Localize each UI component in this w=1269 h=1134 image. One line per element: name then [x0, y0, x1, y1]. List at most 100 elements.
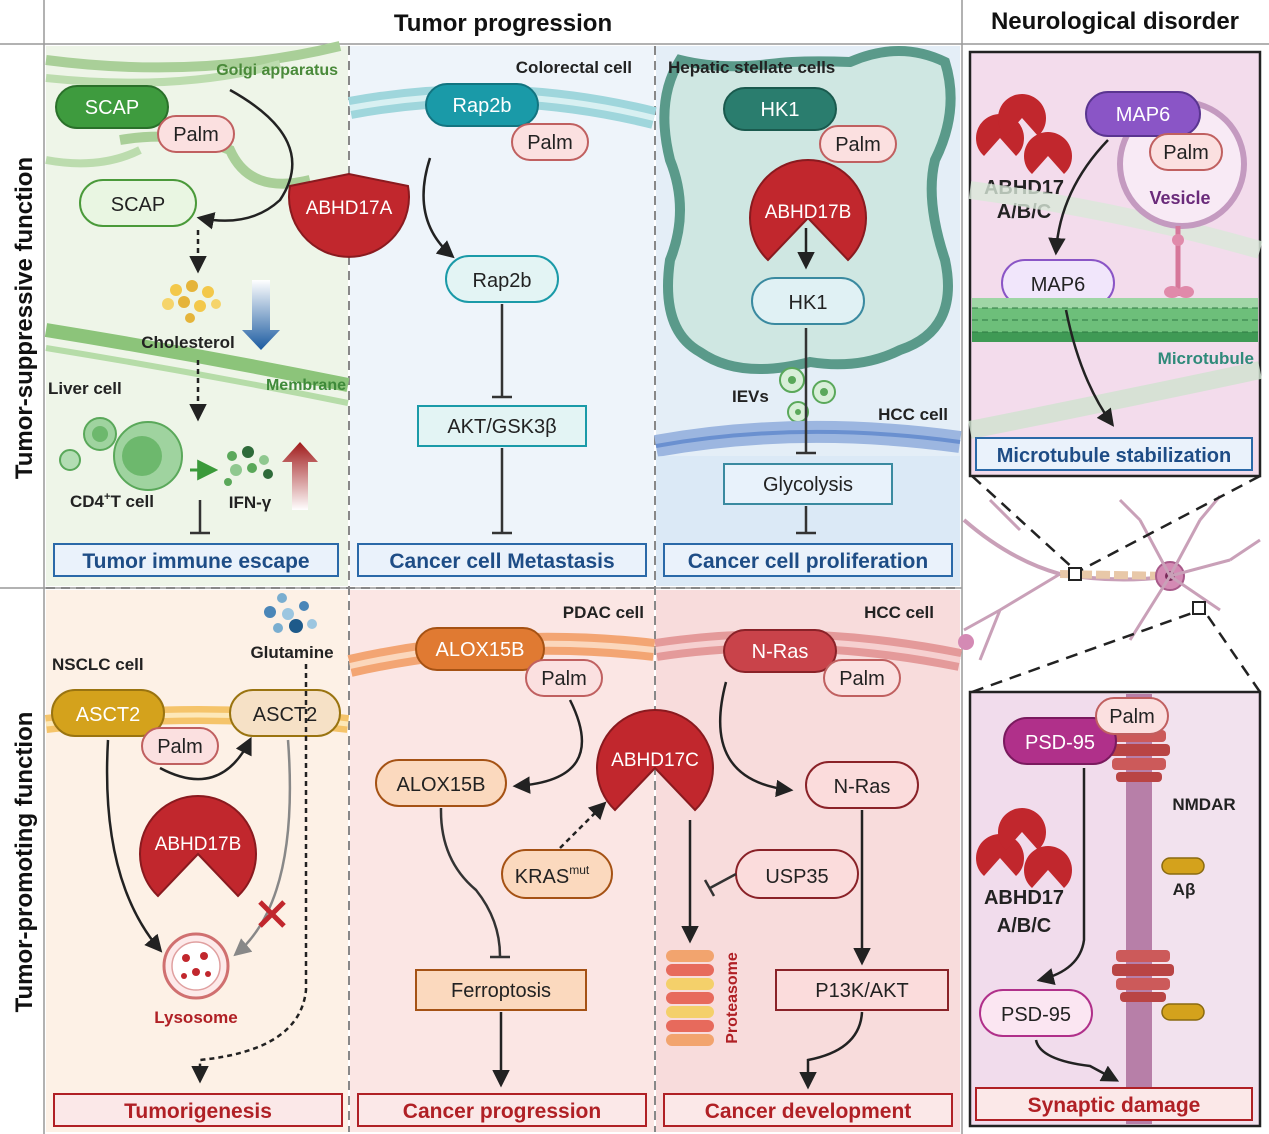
usp35-inhibit-bar	[703, 879, 716, 897]
rap2b-top-label: Rap2b	[453, 95, 512, 117]
scap-top-label: SCAP	[85, 97, 139, 119]
usp35-inhibit-line	[709, 872, 737, 890]
abeta-icon-1	[1161, 857, 1205, 875]
alox15b-inhibit-line	[439, 807, 502, 957]
golgi-membrane-2	[45, 60, 282, 87]
akt-gsk3b-label: AKT/GSK3β	[447, 416, 556, 438]
alox15b-palm-label: Palm	[541, 668, 587, 690]
rap2b-palmitoylated-node	[425, 83, 539, 127]
map6-palmitoylated-node	[1085, 91, 1201, 137]
map6-depalmitoylation-arrow	[1048, 139, 1109, 256]
golgi-membrane-4	[45, 146, 142, 168]
pi3k-to-development-arrow	[799, 1011, 864, 1090]
cholesterol-icon	[162, 280, 221, 323]
alox15b-palmitoylated-node	[415, 627, 545, 671]
outcome-microtubule-stabilization	[975, 437, 1253, 471]
psd95-palmitoylated-node	[1003, 717, 1117, 765]
outcome-neuro-top-label: Microtubule stabilization	[997, 445, 1231, 467]
proteasome-icon	[666, 950, 714, 1046]
hepatic-panel: Hepatic stellate cells HK1 Palm ABHD17B …	[654, 46, 962, 586]
block-x-icon	[258, 900, 286, 928]
header-tumor-progression: Tumor progression	[394, 10, 612, 37]
abhd17a-enzyme-icon	[288, 172, 410, 258]
abhd17a-label: ABHD17A	[306, 198, 393, 219]
outcome-synaptic-damage	[975, 1087, 1253, 1121]
outcome-neuro-bottom-label: Synaptic damage	[1028, 1094, 1201, 1117]
pdac-cell-label: PDAC cell	[563, 603, 644, 622]
header-background	[0, 0, 1269, 44]
nras-bottom-label: N-Ras	[834, 776, 891, 798]
psd95-palm-tag	[1095, 697, 1169, 735]
golgi-membrane-1	[45, 41, 342, 73]
outcome-pdac-label: Cancer progression	[403, 1100, 601, 1123]
map6-to-stabilization-arrow	[1064, 309, 1115, 427]
glutamine-icon	[264, 593, 317, 633]
hk1-bottom-label: HK1	[789, 292, 828, 314]
cell-membrane-inner	[45, 345, 349, 406]
scap-depalmitoylated-node	[79, 179, 197, 227]
lysosome-icon	[162, 932, 230, 1000]
outcome-proliferation	[663, 543, 953, 577]
hk1-depalmitoylated-node	[751, 277, 865, 325]
outcome-tumorigenesis	[53, 1093, 343, 1127]
rap2b-depalmitoylation-arrow	[422, 157, 455, 259]
kras-to-abhd17c-arrow	[559, 801, 607, 849]
pdac-panel: PDAC cell ALOX15B Palm ALOX15B KRASmut F…	[347, 603, 656, 1127]
asct2-depalmitoylated-node	[229, 689, 341, 737]
nras-depalmitoylation-arrow	[718, 681, 794, 798]
abhd17-enzyme-icon-5	[997, 808, 1047, 850]
golgi-label: Golgi apparatus	[216, 62, 338, 79]
ievs-label: IEVs	[732, 387, 769, 406]
map6-palm-label: Palm	[1163, 142, 1209, 164]
neuro-bottom-enzyme-line2: A/B/C	[997, 915, 1051, 937]
abhd17b-nsclc-label: ABHD17B	[155, 834, 242, 855]
abhd17-enzyme-icon-2	[997, 94, 1047, 136]
rap2b-depalmitoylated-node	[445, 255, 559, 303]
hk1-palm-label: Palm	[835, 134, 881, 156]
hk1-top-label: HK1	[761, 99, 800, 121]
hcc-membrane-inner	[655, 429, 961, 448]
hepatic-cell-label: Hepatic stellate cells	[668, 58, 835, 77]
asct2-to-lysosome-arrow	[105, 739, 163, 953]
glutamine-to-tumorigenesis-arrow	[191, 664, 308, 1084]
rap2b-bottom-label: Rap2b	[473, 270, 532, 292]
usp35-label: USP35	[765, 866, 828, 888]
psd95-depalmitoylated-node	[979, 989, 1093, 1037]
scap-bottom-label: SCAP	[111, 194, 165, 216]
neuro-bottom-panel: NMDAR Aβ PSD-95 Palm ABHD17 A/B/C PSD-95…	[968, 690, 1262, 1128]
abhd17c-label: ABHD17C	[611, 750, 699, 771]
outcome-cancer-development	[663, 1093, 953, 1127]
kras-mut-node	[501, 849, 613, 899]
proteasome-label: Proteasome	[724, 952, 741, 1044]
nras-depalmitoylated-node	[805, 761, 919, 809]
kras-mut-label: KRASmut	[515, 863, 590, 888]
colorectal-cell-label: Colorectal cell	[516, 58, 632, 77]
scap-palm-label: Palm	[173, 124, 219, 146]
neuron-illustration	[958, 474, 1262, 694]
pi3k-akt-node	[775, 969, 949, 1011]
rap2b-palm-label: Palm	[527, 132, 573, 154]
ifn-gamma-label: IFN-γ	[229, 493, 272, 512]
hk1-palmitoylated-node	[723, 87, 837, 131]
outcome-tumor-immune-escape	[53, 543, 339, 577]
glycolysis-node	[723, 463, 893, 505]
row-label-suppressive: Tumor-suppressive function	[11, 157, 38, 479]
alox15b-depalmitoylation-arrow	[512, 699, 584, 794]
glutamine-label: Glutamine	[250, 643, 333, 662]
nras-palmitoylated-node	[723, 629, 837, 673]
colorectal-panel: Colorectal cell Rap2b Palm ABHD17A Rap2b…	[288, 58, 657, 577]
psd95-palm-label: Palm	[1109, 706, 1155, 728]
nmdar-receptor-icon-2	[1112, 950, 1174, 1002]
scap-palm-tag	[157, 115, 235, 153]
abhd17b-nsclc-enzyme-icon	[138, 794, 258, 898]
psd95-top-label: PSD-95	[1025, 732, 1095, 754]
abhd17b-enzyme-icon	[748, 158, 868, 262]
nsclc-panel-bg	[46, 590, 348, 1132]
liver-cell-label: Liver cell	[48, 379, 122, 398]
asct2-palm-label: Palm	[157, 736, 203, 758]
ferroptosis-label: Ferroptosis	[451, 980, 551, 1002]
nsclc-cell-label: NSCLC cell	[52, 655, 144, 674]
alox15b-palm-tag	[525, 659, 603, 697]
asct2-left-label: ASCT2	[76, 704, 140, 726]
